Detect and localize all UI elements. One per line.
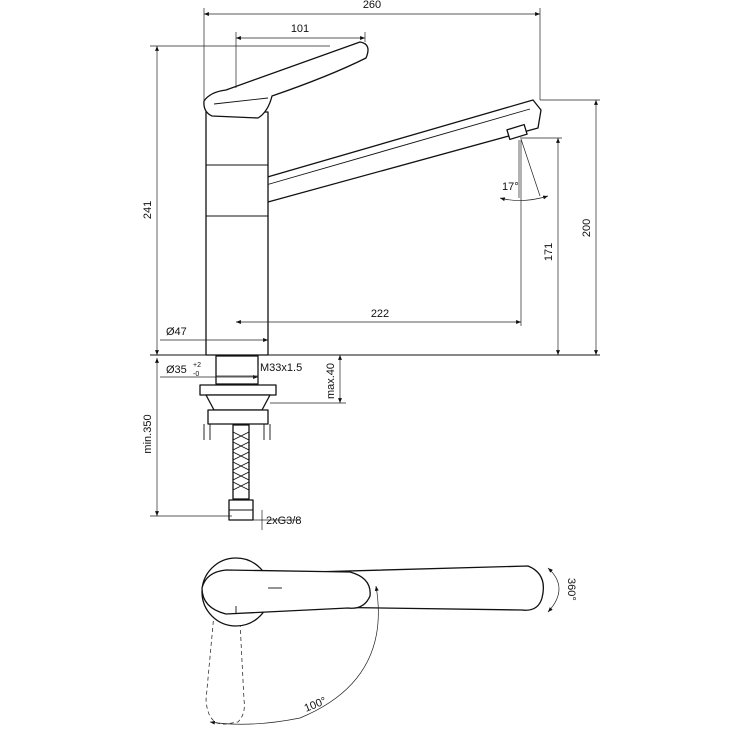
dim-max-deck: max.40 <box>325 363 337 399</box>
dim-body-diameter: Ø47 <box>166 326 187 338</box>
dim-connections: 2xG3/8 <box>266 515 301 527</box>
dim-spout-rotation: 360° <box>565 578 577 601</box>
dim-min-hose: min.350 <box>142 414 154 453</box>
mounting-bracket <box>199 384 277 396</box>
dim-aerator-angle: 17° <box>502 181 519 193</box>
dim-spout-height-tip: 200 <box>581 219 593 237</box>
dim-handle-rotation: 100° <box>303 695 329 715</box>
lever-top <box>201 569 371 615</box>
dim-hole-tolerance-upper: +2 <box>193 362 201 369</box>
handle-rotation-arc <box>209 585 379 725</box>
shank <box>215 355 259 385</box>
dim-hole-diameter: Ø35 <box>166 364 187 376</box>
aerator <box>506 123 528 141</box>
dimension-labels: 260 101 241 200 171 222 Ø47 Ø35 +2 -0 M3… <box>142 0 593 527</box>
spout <box>257 99 542 203</box>
dim-hole-tolerance-lower: -0 <box>193 371 199 378</box>
tap-body <box>205 111 269 356</box>
top-view <box>201 557 560 725</box>
dim-spout-reach: 222 <box>371 308 389 320</box>
dim-spout-height-outlet: 171 <box>543 243 555 261</box>
dim-handle-width: 101 <box>291 23 309 35</box>
dim-thread: M33x1.5 <box>260 362 302 374</box>
dim-overall-width: 260 <box>363 0 381 11</box>
side-view <box>150 41 600 521</box>
spout-rotation-arc <box>547 567 560 613</box>
dimension-lines <box>150 8 600 530</box>
lever-handle <box>203 41 369 119</box>
handle-swing-ghost <box>205 613 245 725</box>
dim-total-height: 241 <box>142 201 154 219</box>
